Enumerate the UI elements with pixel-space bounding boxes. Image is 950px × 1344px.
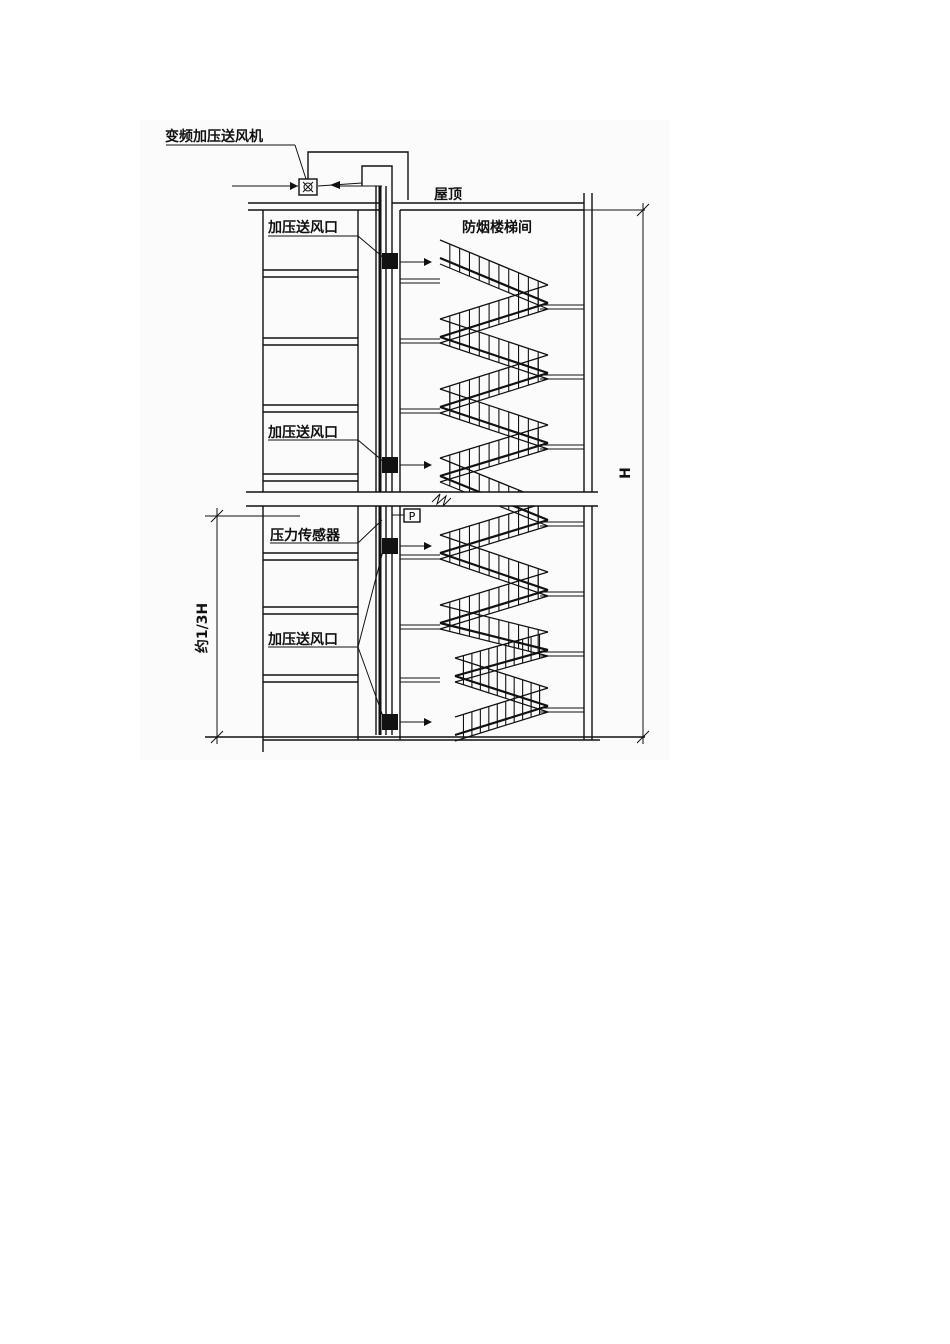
pressure-sensor-label: 压力传感器 bbox=[270, 527, 341, 544]
ground-line bbox=[205, 736, 645, 741]
stair-landings bbox=[400, 278, 584, 713]
roof-duct-loop bbox=[307, 151, 409, 200]
stair-flight bbox=[439, 604, 549, 657]
supply-vents bbox=[382, 253, 398, 730]
stair-flight bbox=[454, 657, 549, 713]
floor-break-band bbox=[246, 491, 598, 507]
roof-label: 屋顶 bbox=[434, 187, 462, 203]
third-height-label: 约1/3H bbox=[194, 603, 211, 653]
pressure-sensor: P bbox=[392, 508, 421, 523]
stair-flight bbox=[439, 284, 549, 344]
height-H-label: H bbox=[618, 467, 634, 479]
vent-label-top: 加压送风口 bbox=[267, 219, 338, 236]
dimension-third-H bbox=[205, 508, 300, 744]
vent-label-lower: 加压送风口 bbox=[267, 631, 338, 648]
leader-lines bbox=[268, 235, 385, 720]
stair-flight bbox=[454, 687, 549, 742]
pressure-sensor-symbol: P bbox=[409, 510, 416, 523]
stair-flights bbox=[439, 239, 549, 742]
dimension-H bbox=[636, 203, 650, 744]
vent-airflow-arrows bbox=[400, 258, 432, 726]
diagram-background bbox=[140, 120, 670, 760]
stair-flight bbox=[439, 424, 549, 483]
fan-label: 变频加压送风机 bbox=[165, 128, 263, 145]
stair-flight bbox=[439, 534, 549, 597]
vent-label-middle: 加压送风口 bbox=[267, 424, 338, 441]
stair-flight bbox=[439, 501, 549, 560]
fan-leader-line bbox=[166, 144, 307, 180]
left-room-column bbox=[262, 210, 359, 752]
stair-flight bbox=[439, 239, 549, 310]
fan-air-intake-arrows bbox=[232, 181, 363, 190]
stairwell-label: 防烟楼梯间 bbox=[462, 219, 532, 236]
